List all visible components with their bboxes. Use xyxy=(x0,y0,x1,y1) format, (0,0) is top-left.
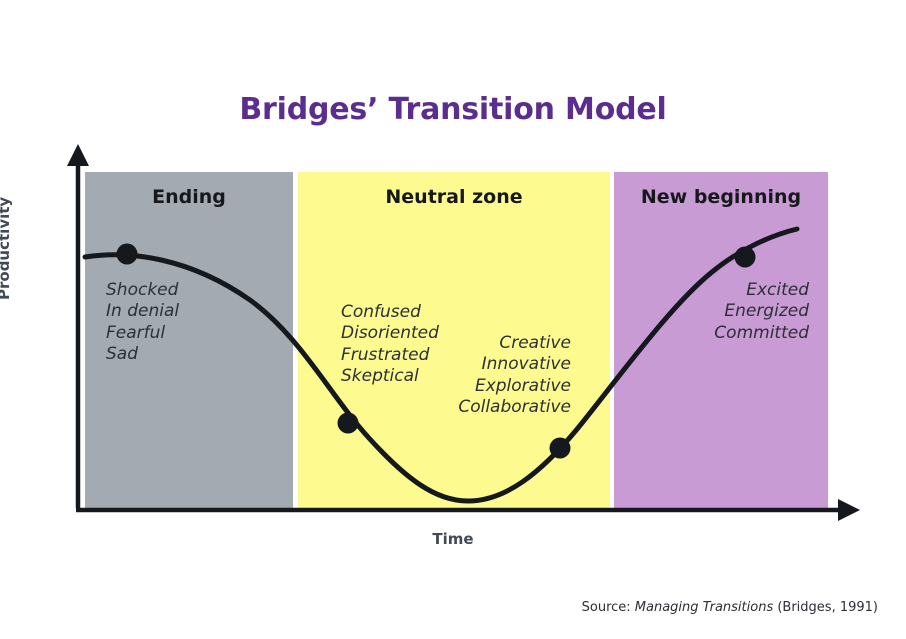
zone-neutral-label: Neutral zone xyxy=(385,186,523,208)
zone-ending-label: Ending xyxy=(152,186,226,208)
chart-title: Bridges’ Transition Model xyxy=(239,92,667,127)
source-work-title: Managing Transitions xyxy=(634,600,774,615)
source-note: Source: Managing Transitions (Bridges, 1… xyxy=(582,600,878,615)
y-axis-title: Productivity xyxy=(0,196,13,300)
source-prefix: Source: xyxy=(581,600,635,615)
source-suffix: (Bridges, 1991) xyxy=(773,600,878,615)
zone-new-beginning-label: New beginning xyxy=(640,186,802,208)
x-axis-title: Time xyxy=(432,530,474,548)
